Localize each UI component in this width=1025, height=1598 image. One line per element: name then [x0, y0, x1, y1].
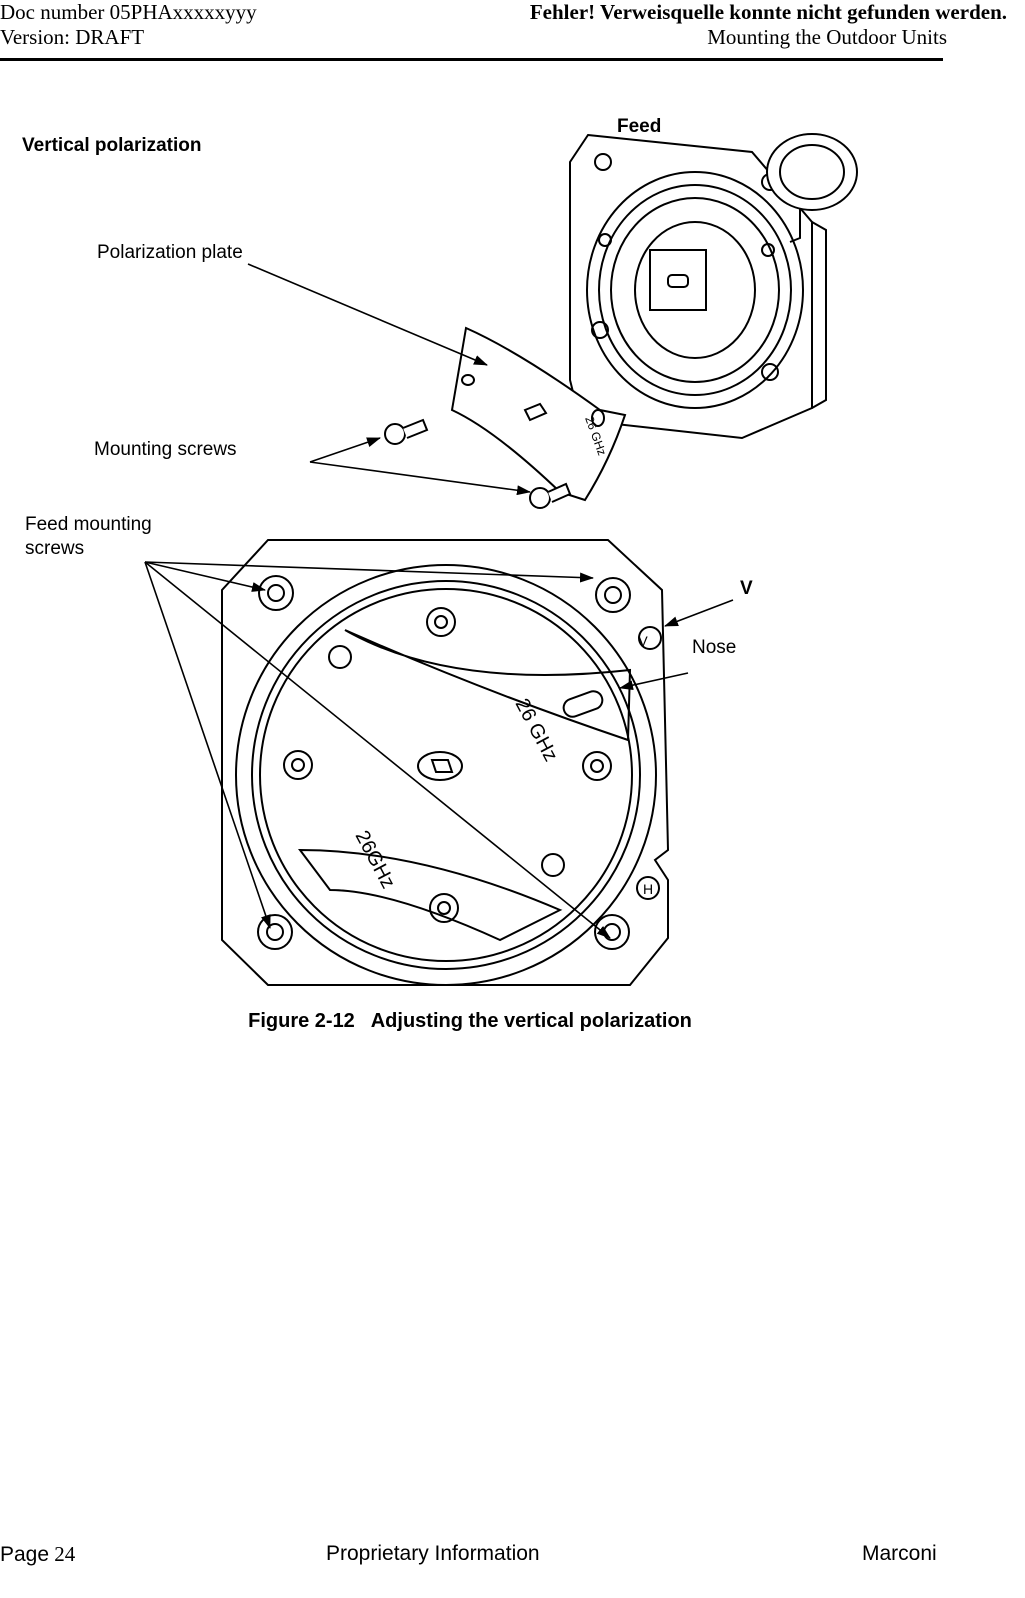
- mounting-screws-label: Mounting screws: [94, 439, 237, 460]
- page-label: Page: [0, 1543, 50, 1566]
- v-circle-label: V: [638, 633, 648, 649]
- version-label: Version: DRAFT: [0, 25, 145, 49]
- proprietary-footer: Proprietary Information: [326, 1542, 540, 1565]
- feed-front-view: 26 GHz 26GHz V H: [221, 539, 670, 986]
- polarization-figure: Vertical polarization Feed Polarization …: [22, 116, 858, 986]
- page-number: 24: [54, 1542, 76, 1566]
- feed-mounting-label-line1: Feed mounting: [25, 514, 152, 535]
- v-marker-label: V: [740, 578, 753, 599]
- h-circle-label: H: [643, 881, 653, 897]
- header-rule: [0, 58, 943, 61]
- error-reference: Fehler! Verweisquelle konnte nicht gefun…: [529, 0, 1007, 24]
- doc-number: Doc number 05PHAxxxxxyyy: [0, 0, 257, 24]
- vertical-polarization-title: Vertical polarization: [22, 135, 202, 156]
- polarization-plate: 26 GHz: [450, 326, 627, 502]
- nose-label: Nose: [692, 637, 736, 658]
- polarization-plate-label: Polarization plate: [97, 242, 243, 263]
- mounting-screws: [384, 418, 572, 509]
- feed-assembly: [569, 133, 858, 440]
- figure-caption: Figure 2-12 Adjusting the vertical polar…: [248, 1010, 692, 1032]
- feed-mounting-label-line2: screws: [25, 538, 84, 559]
- feed-label: Feed: [617, 116, 661, 137]
- section-title: Mounting the Outdoor Units: [707, 25, 947, 49]
- page-number-footer: Page 24: [0, 1542, 75, 1567]
- company-footer: Marconi: [862, 1542, 937, 1565]
- leader-arrows: [144, 263, 734, 939]
